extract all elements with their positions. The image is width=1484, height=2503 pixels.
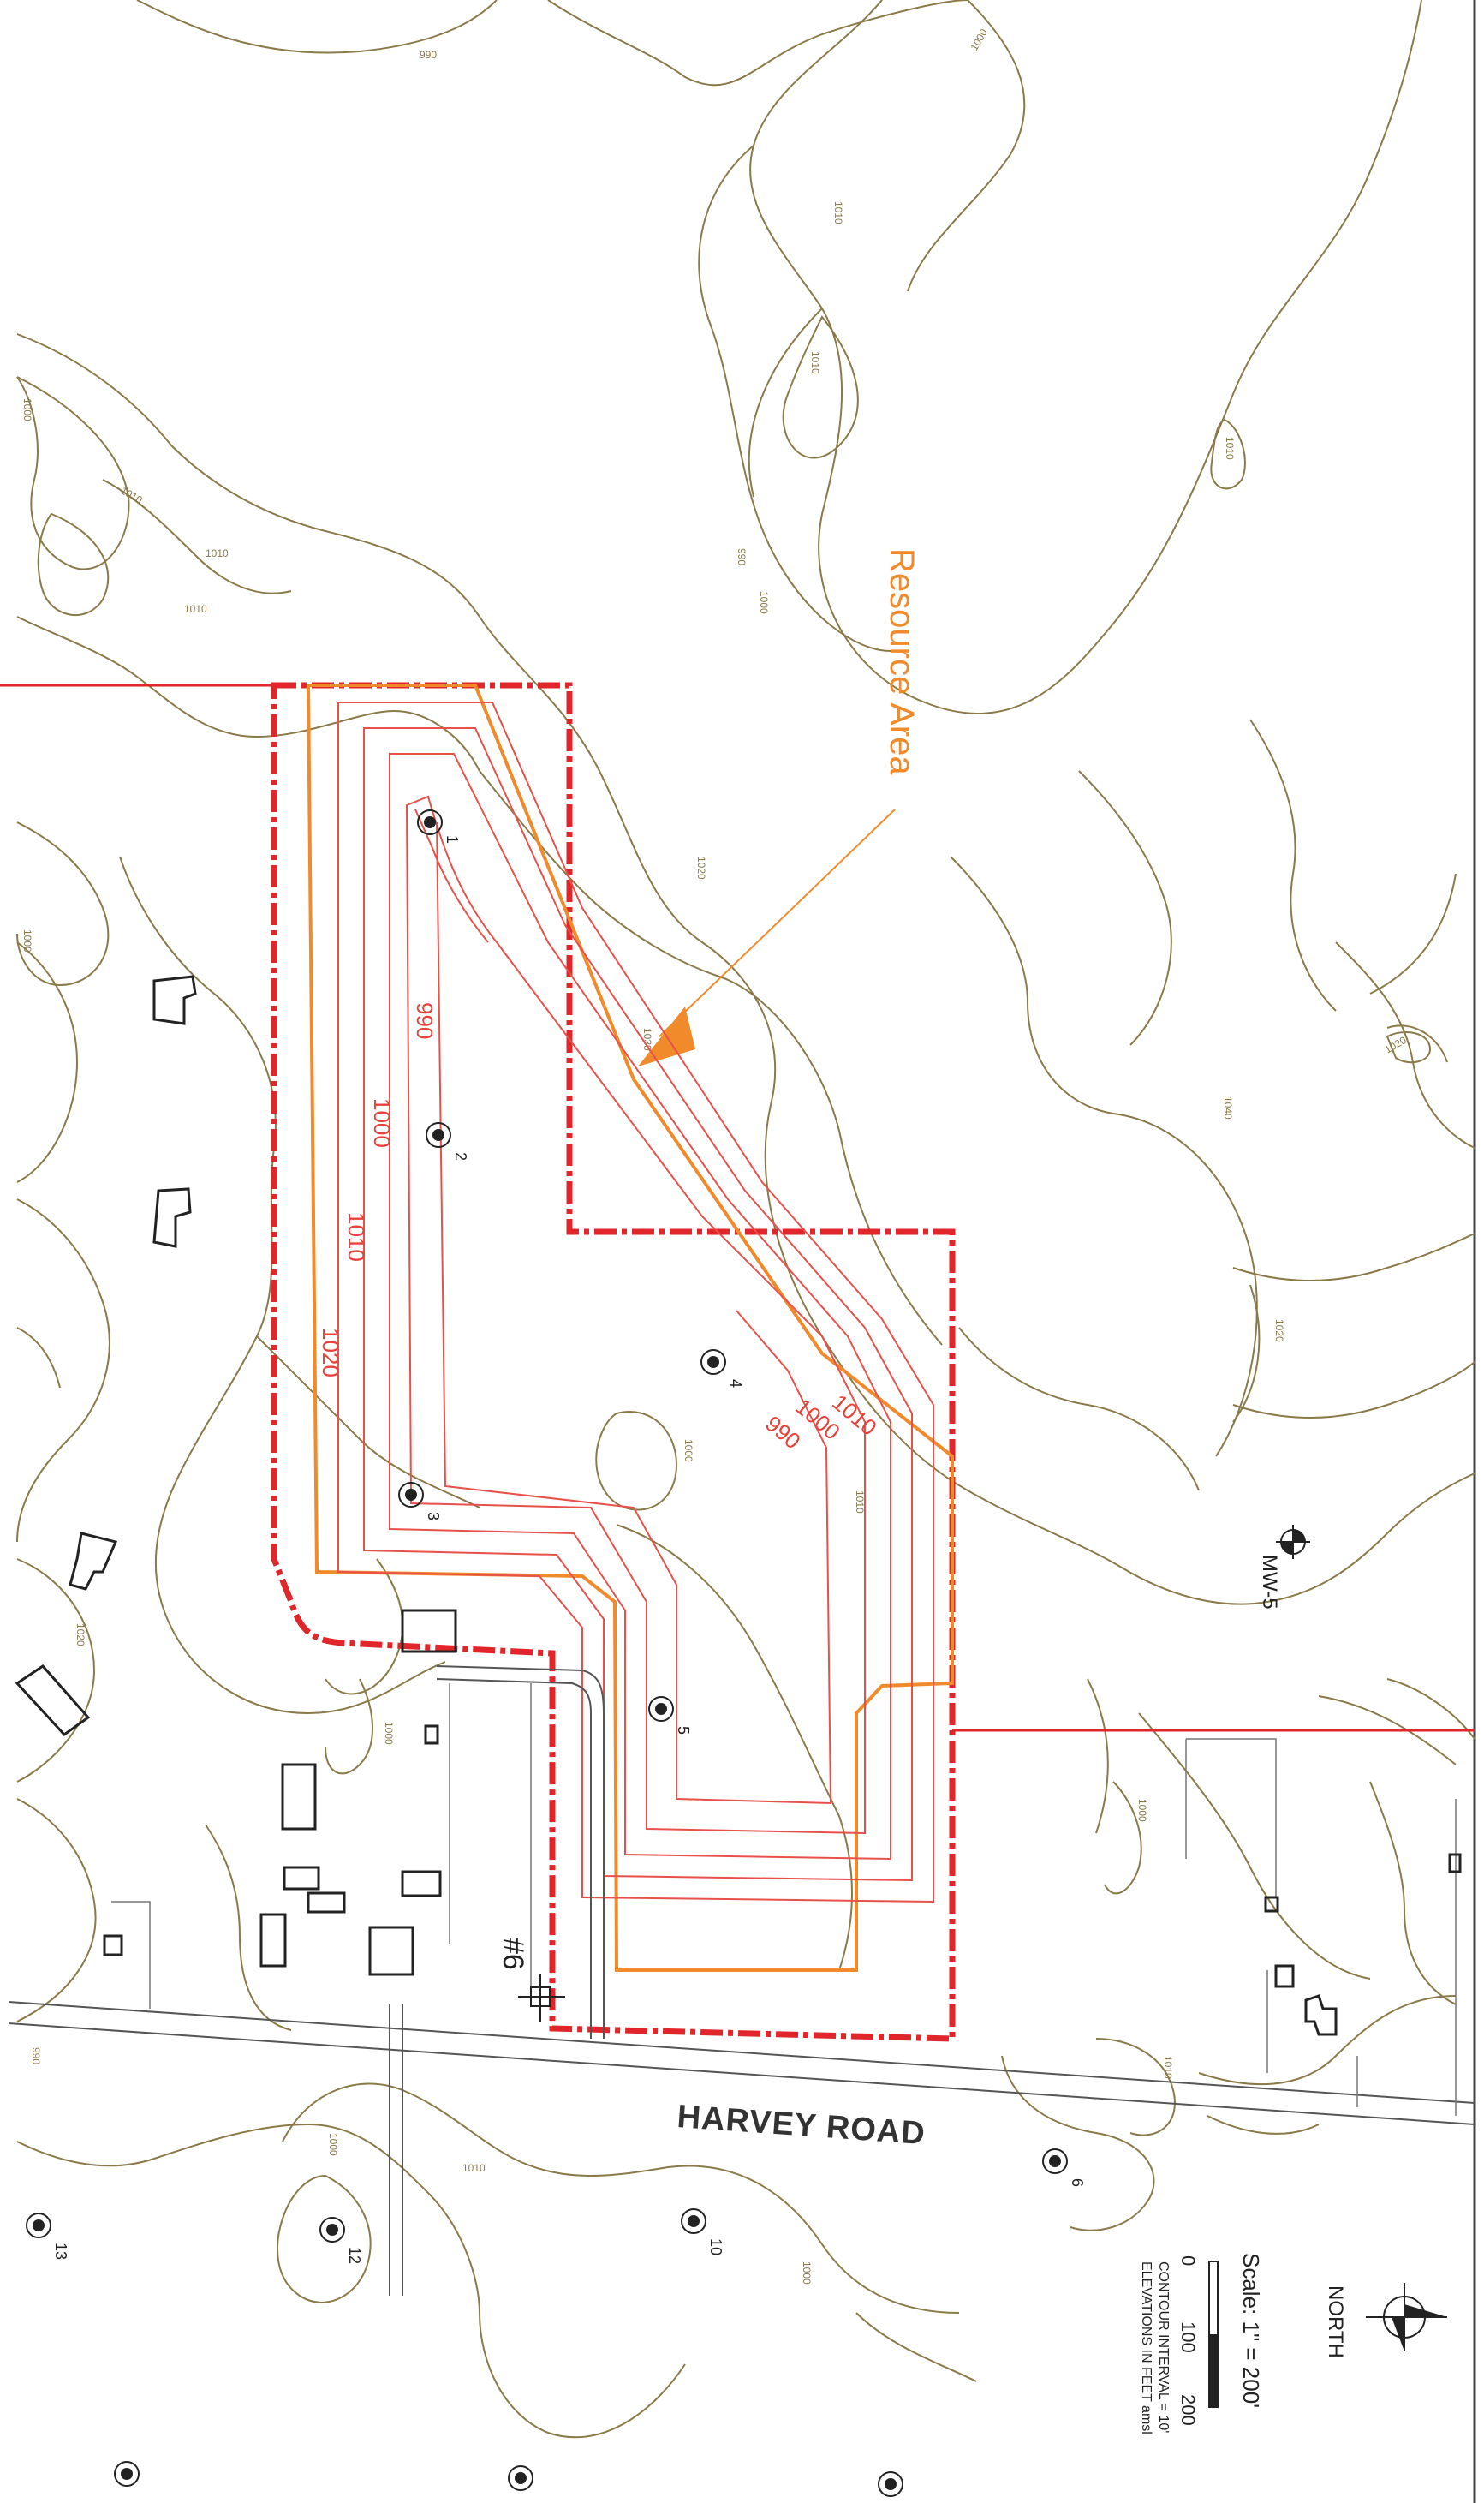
well-1 xyxy=(417,809,443,835)
pit-contour-label: 1000 xyxy=(369,1098,395,1148)
well-label: 4 xyxy=(727,1379,744,1388)
contour-label: 1020 xyxy=(1383,1034,1409,1056)
well-10 xyxy=(681,2208,706,2234)
contour-label: 1000 xyxy=(1136,1799,1148,1822)
resource-area-leader xyxy=(659,809,896,1037)
contour-label: 1020 xyxy=(74,1623,86,1646)
wells xyxy=(26,809,1068,2497)
contour-label: 1010 xyxy=(184,603,207,615)
structures xyxy=(15,975,1462,2036)
well-partial-c xyxy=(878,2471,903,2497)
monitoring-well-mw5 xyxy=(1276,1525,1310,1559)
contour-label: 1010 xyxy=(854,1490,866,1514)
pit-contour-label: 990 xyxy=(412,1002,438,1039)
contour-label: 1000 xyxy=(682,1439,694,1462)
contour-label: 1010 xyxy=(119,484,145,506)
scale-bar xyxy=(1208,2261,1219,2408)
monitoring-well-label: MW-5 xyxy=(1258,1555,1281,1610)
elevations-label: ELEVATIONS IN FEET amsl xyxy=(1139,2261,1153,2434)
well-partial-b xyxy=(508,2465,533,2491)
pit-contour-labels: 990 1000 1010 1020 990 1000 1010 xyxy=(318,1002,882,1454)
well-label: 3 xyxy=(425,1512,442,1520)
permit-boundary xyxy=(271,682,956,2042)
north-arrow xyxy=(1366,2283,1447,2351)
fence-lines xyxy=(111,1683,1457,2116)
contour-label: 1010 xyxy=(832,201,844,224)
contour-label: 1000 xyxy=(968,27,990,52)
scale-label: Scale: 1" = 200' xyxy=(1238,2253,1264,2408)
contour-label: 990 xyxy=(420,49,437,61)
contour-label: 1010 xyxy=(809,351,821,374)
contour-label: 1000 xyxy=(21,929,33,953)
well-label: 1 xyxy=(444,835,461,844)
pit-contour-label: 1010 xyxy=(343,1212,369,1262)
well-label: 13 xyxy=(52,2243,69,2260)
contour-label: 1000 xyxy=(801,2261,813,2285)
terrain-contour-labels: 990 1000 1010 1010 1010 1000 1010 990 10… xyxy=(21,27,1409,2285)
well-4 xyxy=(700,1349,726,1375)
well-13 xyxy=(26,2213,51,2238)
scale-tick-label: 0 xyxy=(1177,2255,1199,2266)
contour-label: 1020 xyxy=(695,857,707,880)
well-2 xyxy=(426,1122,451,1148)
scale-tick-label: 200 xyxy=(1177,2394,1199,2426)
well-label: 5 xyxy=(675,1726,692,1735)
contour-label: 1010 xyxy=(206,547,229,559)
contour-label: 1030 xyxy=(641,1028,653,1051)
well-3 xyxy=(398,1482,424,1508)
test-pit-6 xyxy=(518,1974,565,2022)
north-label: NORTH xyxy=(1324,2285,1347,2358)
scale-tick-label: 100 xyxy=(1177,2321,1199,2353)
well-5 xyxy=(648,1696,674,1722)
well-6 xyxy=(1042,2148,1068,2174)
well-12 xyxy=(319,2217,345,2243)
well-label: 2 xyxy=(452,1152,469,1161)
well-labels: 1 2 3 4 5 6 10 12 13 xyxy=(52,835,1086,2264)
contour-label: 1020 xyxy=(1273,1319,1285,1342)
test-pit-label: #6 xyxy=(497,1938,529,1970)
contour-label: 1000 xyxy=(383,1722,395,1745)
contour-label: 1010 xyxy=(1162,2056,1174,2079)
well-partial-a xyxy=(114,2461,140,2487)
access-drive xyxy=(389,1665,605,2296)
harvey-road xyxy=(8,2001,1475,2125)
pit-contour-label: 1020 xyxy=(318,1328,343,1377)
pit-contours xyxy=(337,702,934,1903)
contour-label: 1040 xyxy=(1222,1096,1234,1120)
well-label: 6 xyxy=(1069,2178,1086,2187)
property-boundary xyxy=(0,684,1475,1732)
contour-label: 990 xyxy=(736,548,748,565)
resource-area-boundary xyxy=(306,684,954,1972)
well-label: 12 xyxy=(346,2247,363,2264)
resource-area-label: Resource Area xyxy=(883,548,921,775)
contour-label: 1000 xyxy=(758,591,770,614)
contour-label: 1010 xyxy=(462,2162,486,2174)
contour-label: 990 xyxy=(30,2047,42,2064)
contour-interval-label: CONTOUR INTERVAL = 10' xyxy=(1156,2261,1171,2433)
contour-label: 1000 xyxy=(327,2133,339,2156)
well-label: 10 xyxy=(707,2238,724,2255)
contour-label: 1000 xyxy=(21,398,33,421)
contour-label: 1010 xyxy=(1224,437,1236,460)
terrain-contours xyxy=(16,0,1475,2439)
road-name-label: HARVEY ROAD xyxy=(676,2099,927,2152)
